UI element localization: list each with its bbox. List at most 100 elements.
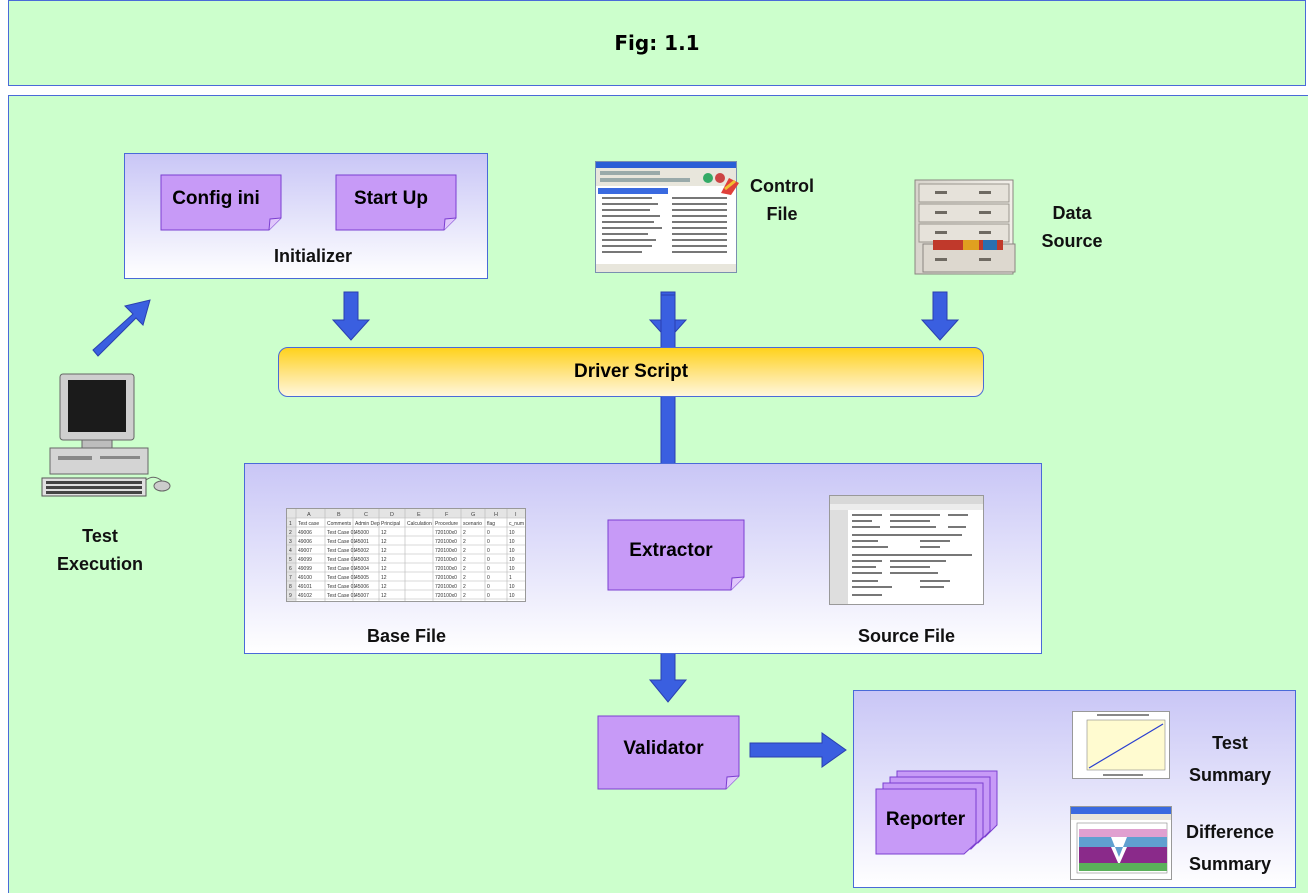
spreadsheet-cell: 2 (463, 593, 466, 599)
spreadsheet-cell: 4 (289, 548, 292, 554)
test-summary-chart-image (1072, 711, 1170, 779)
svg-text:I: I (515, 512, 517, 518)
spreadsheet-cell: 0 (487, 539, 490, 545)
difference-summary-chart-image (1070, 806, 1172, 880)
spreadsheet-cell: 10 (509, 530, 515, 536)
control-file-window-graphic (596, 162, 736, 272)
spreadsheet-cell: 45005 (355, 575, 369, 581)
source-file-window-graphic (830, 496, 983, 604)
source-file-image (829, 495, 984, 605)
spreadsheet-cell: 10 (509, 539, 515, 545)
validator-label: Validator (623, 737, 704, 759)
startup-label: Start Up (354, 187, 428, 209)
extractor-note: Extractor (607, 519, 745, 591)
file-cabinet-icon (914, 179, 1016, 275)
svg-text:B: B (337, 512, 341, 518)
svg-text:G: G (471, 512, 475, 518)
spreadsheet-cell: 720100x0 (435, 548, 457, 554)
spreadsheet-cell: 0 (487, 575, 490, 581)
down-arrow (331, 291, 371, 341)
spreadsheet-cell: 720100x0 (435, 530, 457, 536)
note-shape (597, 715, 740, 790)
spreadsheet-cell: scenario (463, 521, 482, 527)
spreadsheet-cell: 720100x0 (435, 575, 457, 581)
area-chart-thumbnail (1071, 807, 1171, 874)
spreadsheet-cell: 1 (289, 521, 292, 527)
spreadsheet-cell: 720100x0 (435, 566, 457, 572)
spreadsheet-cell: 45004 (355, 566, 369, 572)
spreadsheet-cell: 10 (509, 557, 515, 563)
spreadsheet-cell: 0 (487, 557, 490, 563)
spreadsheet-cell: 2 (463, 530, 466, 536)
spreadsheet-cell: 720100x0 (435, 584, 457, 590)
startup-note: Start Up (335, 174, 457, 231)
note-shape (160, 174, 282, 231)
spreadsheet-cell: 45000 (355, 530, 369, 536)
svg-text:A: A (307, 512, 311, 518)
spreadsheet-cell: 720100x0 (435, 539, 457, 545)
computer-image (38, 370, 178, 502)
spreadsheet-cell: 12 (381, 584, 387, 590)
difference-summary-label: Difference Summary (1185, 822, 1275, 874)
svg-text:E: E (417, 512, 421, 518)
driver-script-bar: Driver Script (278, 347, 984, 397)
spreadsheet-cell: Test case (298, 521, 319, 527)
spreadsheet-cell: 8 (289, 584, 292, 590)
config-ini-label: Config ini (172, 187, 260, 209)
note-shape (335, 174, 457, 231)
spreadsheet-cell: 12 (381, 566, 387, 572)
spreadsheet-cell: Test Case 01 (327, 548, 356, 554)
computer-icon (41, 373, 171, 497)
spreadsheet-cell: 2 (463, 557, 466, 563)
extractor-label: Extractor (629, 540, 713, 561)
svg-text:H: H (494, 512, 498, 518)
spreadsheet-cell: flag (487, 521, 495, 527)
spreadsheet-cell: Test Case 01 (327, 557, 356, 563)
spreadsheet-cell: 45003 (355, 557, 369, 563)
spreadsheet-cell: 49007 (298, 548, 312, 554)
initializer-title: Initializer (274, 246, 353, 266)
spreadsheet-cell: 10 (509, 566, 515, 572)
spreadsheet-cell: 49099 (298, 566, 312, 572)
svg-text:C: C (364, 512, 368, 518)
spreadsheet-cell: 720100x0 (435, 593, 457, 599)
spreadsheet-cell: Test Case 01 (327, 566, 356, 572)
spreadsheet-cell: 49100 (298, 575, 312, 581)
spreadsheet-cell: 0 (487, 548, 490, 554)
spreadsheet-cell: 12 (381, 593, 387, 599)
spreadsheet-cell: 720100x0 (435, 557, 457, 563)
spreadsheet-cell: 10 (509, 593, 515, 599)
spreadsheet-cell: 49006 (298, 530, 312, 536)
spreadsheet-cell: Calculation (407, 521, 432, 527)
spreadsheet-cell: 49102 (298, 593, 312, 599)
line-chart-thumbnail (1086, 714, 1166, 776)
spreadsheet-cell: 12 (381, 539, 387, 545)
stacked-notes-shape (875, 770, 998, 855)
source-file-label: Source File (858, 626, 956, 646)
control-file-image (595, 161, 737, 273)
spreadsheet-cell: 49101 (298, 584, 312, 590)
spreadsheet-cell: 12 (381, 548, 387, 554)
spreadsheet-cell: Test Case 01 (327, 539, 356, 545)
spreadsheet-cell: Test Case 01 (327, 593, 356, 599)
spreadsheet-cell: 1 (509, 575, 512, 581)
data-source-image (913, 178, 1018, 278)
spreadsheet-cell: 0 (487, 593, 490, 599)
base-file-label: Base File (367, 626, 447, 646)
spreadsheet-cell: 45007 (355, 593, 369, 599)
right-arrow (749, 732, 847, 768)
spreadsheet-cell: 5 (289, 557, 292, 563)
spreadsheet-cell: 0 (487, 530, 490, 536)
spreadsheet-cell: Test Case 01 (327, 584, 356, 590)
spreadsheet-cell: Test Case 01 (327, 575, 356, 581)
reporter-stack: Reporter (875, 770, 1000, 855)
spreadsheet-cell: 0 (487, 584, 490, 590)
test-summary-label: Test Summary (1188, 733, 1272, 785)
spreadsheet-cell: 12 (381, 557, 387, 563)
spreadsheet-cell: 2 (463, 584, 466, 590)
spreadsheet-cell: 45001 (355, 539, 369, 545)
spreadsheet-cell: Test Case 01 (327, 530, 356, 536)
spreadsheet-cell: 45002 (355, 548, 369, 554)
